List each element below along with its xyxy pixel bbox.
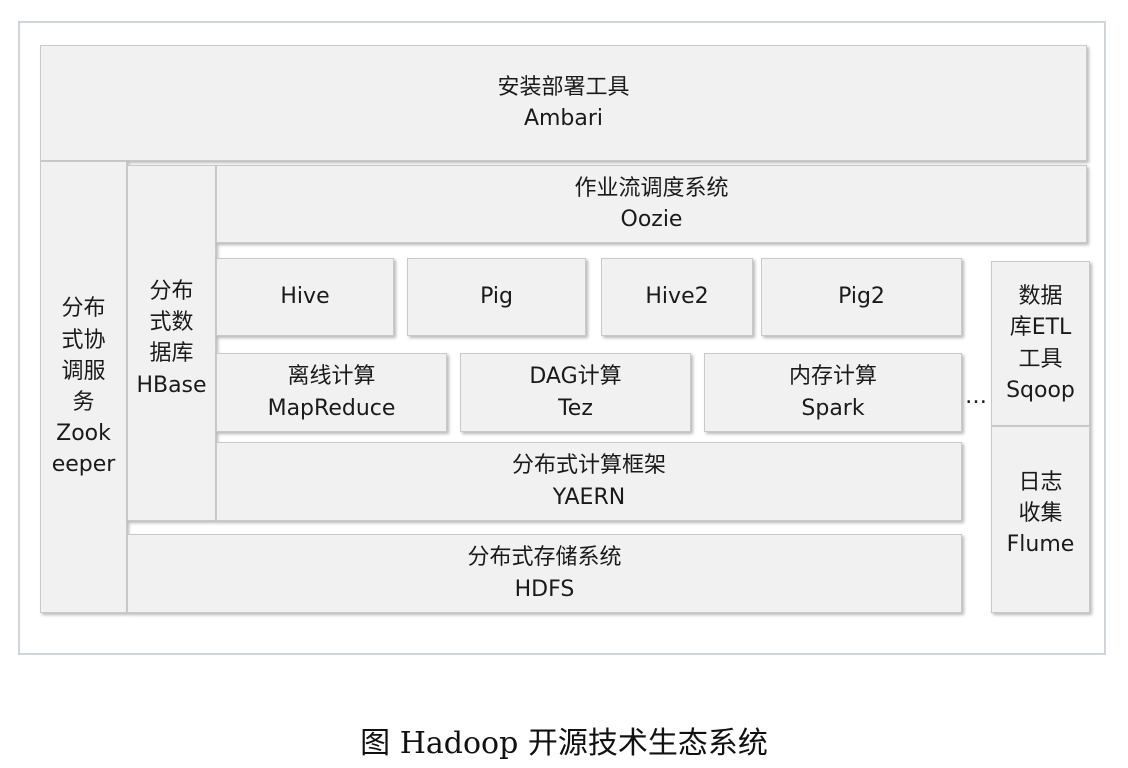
hbase-cn-line-3: 据库 [149,341,194,367]
flume-cn-line-1: 日志 [1018,470,1063,495]
zookeeper-en-line-2: eeper [51,452,116,478]
flume-cn-line-2: 收集 [1018,501,1063,527]
tez-en: Tez [558,395,593,421]
figure-caption: 图 Hadoop 开源技术生态系统 [360,726,768,761]
sqoop-en: Sqoop [1006,377,1075,403]
yarn-cn: 分布式计算框架 [511,453,666,479]
zookeeper-box: 分布 式协 调服 务 Zook eeper [40,161,127,613]
zookeeper-cn-line-3: 调服 [61,358,106,384]
tez-box: DAG计算 Tez [460,353,691,432]
sqoop-cn-line-1: 数据 [1018,284,1063,310]
mapreduce-cn: 离线计算 [287,364,376,390]
yarn-en: YAERN [552,484,626,510]
hdfs-en: HDFS [514,576,575,602]
sqoop-box: 数据 库ETL 工具 Sqoop [991,261,1090,426]
hbase-cn-line-1: 分布 [149,279,194,304]
ambari-en: Ambari [523,106,604,131]
spark-box: 内存计算 Spark [704,353,962,432]
ellipsis: … [965,384,987,409]
yarn-box: 分布式计算框架 YAERN [216,442,962,521]
zookeeper-cn-line-4: 务 [72,390,95,415]
hbase-box: 分布 式数 据库 HBase [127,165,216,521]
flume-box: 日志 收集 Flume [991,426,1090,613]
sqoop-cn-line-3: 工具 [1018,346,1063,372]
hive-label: Hive [280,284,330,310]
hdfs-box: 分布式存储系统 HDFS [127,534,962,613]
hive2-label: Hive2 [645,284,709,310]
mapreduce-box: 离线计算 MapReduce [216,353,447,432]
oozie-box: 作业流调度系统 Oozie [216,165,1087,243]
flume-en: Flume [1006,532,1075,558]
hdfs-cn: 分布式存储系统 [467,545,622,571]
hive2-box: Hive2 [601,258,753,336]
zookeeper-cn-line-1: 分布 [61,296,106,322]
pig2-label: Pig2 [838,284,885,310]
sqoop-cn-line-2: 库ETL [1009,315,1072,341]
hive-box: Hive [216,258,394,336]
ambari-box: 安装部署工具 Ambari [40,45,1087,161]
spark-cn: 内存计算 [788,364,877,390]
ambari-cn: 安装部署工具 [497,74,630,100]
zookeeper-cn-line-2: 式协 [61,327,106,353]
oozie-en: Oozie [620,207,683,232]
hbase-cn-line-2: 式数 [149,310,194,336]
spark-en: Spark [801,395,865,421]
pig-label: Pig [480,284,513,310]
zookeeper-en-line-1: Zook [56,421,111,447]
hbase-en: HBase [136,372,207,398]
pig-box: Pig [407,258,586,336]
pig2-box: Pig2 [761,258,962,336]
mapreduce-en: MapReduce [267,395,396,421]
tez-cn: DAG计算 [529,364,622,390]
oozie-cn: 作业流调度系统 [574,175,729,201]
